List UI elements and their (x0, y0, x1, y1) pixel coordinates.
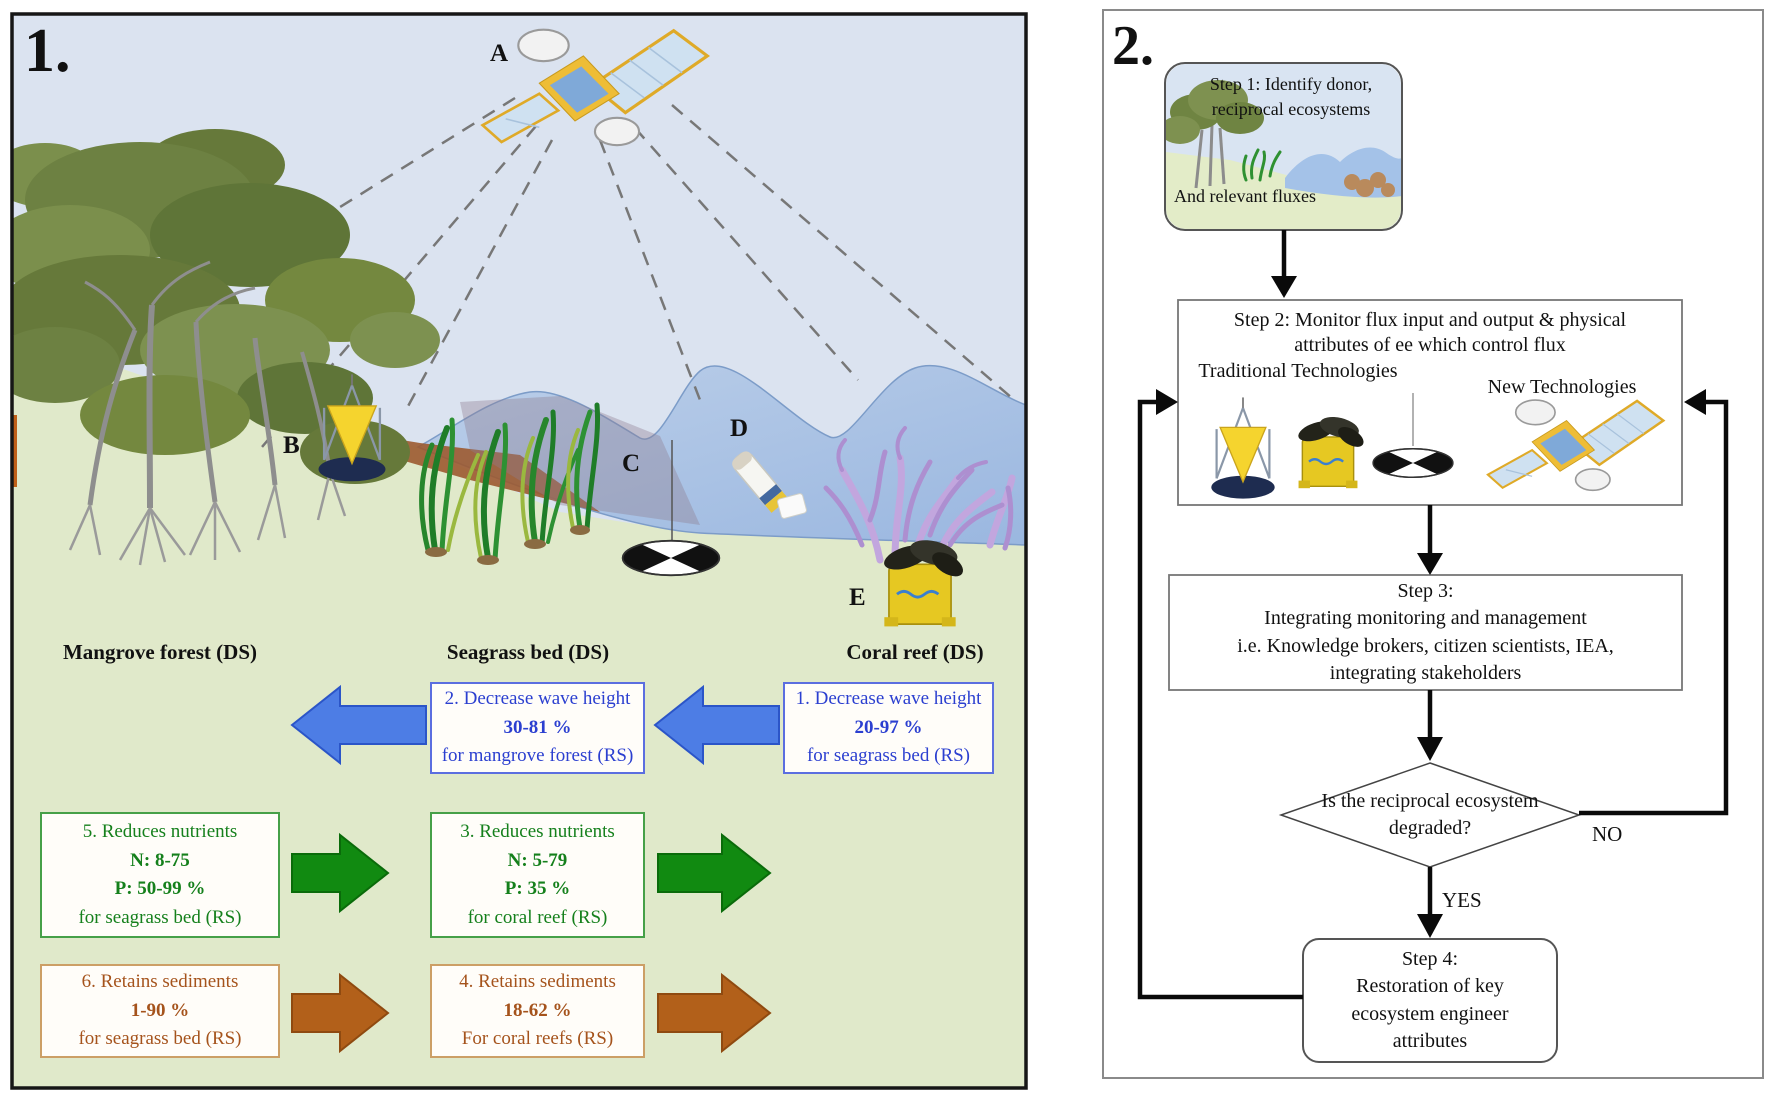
marker-satellite: A (490, 40, 509, 67)
step4-line4: attributes (1392, 1029, 1468, 1052)
flux-box-5-p: P: 50-99 % (114, 878, 206, 899)
step3-line4: integrating stakeholders (1329, 661, 1522, 684)
step4-text: Step 4: Restoration of key ecosystem eng… (1306, 944, 1554, 1057)
step1-scene (1166, 64, 1401, 229)
step3-line2: Integrating monitoring and management (1264, 607, 1587, 630)
mangrove-roots (68, 471, 347, 566)
label-coral-reef: Coral reef (DS) (846, 640, 984, 664)
flux-arrows (290, 684, 780, 1054)
satellite-rays (177, 96, 1013, 448)
nutrient-arrow-right (657, 832, 772, 914)
flux-box-1-target: for seagrass bed (RS) (806, 745, 971, 767)
decision-line2: degraded? (1388, 817, 1472, 839)
flux-box-3-title: 3. Reduces nutrients (460, 821, 615, 842)
marker-sediment-trap: B (283, 432, 300, 459)
step2-title-line1: Step 2: Monitor flux input and output & … (1233, 309, 1627, 331)
step4-line2: Restoration of key (1356, 975, 1504, 998)
flux-box-4: 4. Retains sediments 18-62 % For coral r… (430, 964, 645, 1058)
mini-seagrass (1242, 148, 1282, 182)
flux-box-6-title: 6. Retains sediments (81, 971, 239, 993)
flux-box-5: 5. Reduces nutrients N: 8-75 P: 50-99 % … (40, 812, 280, 938)
flux-box-6-target: for seagrass bed (RS) (78, 1028, 242, 1050)
flux-box-5-title: 5. Reduces nutrients (82, 821, 238, 842)
flux-box-2: 2. Decrease wave height 30-81 % for mang… (430, 682, 645, 774)
label-seagrass-bed: Seagrass bed (DS) (446, 640, 610, 664)
new-technologies-label: New Technologies (1487, 376, 1637, 398)
wave-arrow-left (290, 684, 427, 766)
sediment-arrow-right (657, 972, 772, 1054)
panel1-border (10, 12, 1028, 1090)
flux-box-3-target: for coral reef (RS) (467, 906, 608, 928)
seagrass (419, 402, 601, 563)
marker-sampler: D (730, 415, 749, 442)
flux-box-4-target: For coral reefs (RS) (461, 1028, 614, 1050)
sediment-arrow-left (291, 972, 390, 1054)
panel2-label: 2. (1112, 15, 1154, 77)
marker-secchi-disk: C (622, 450, 641, 477)
mangrove-trees (12, 129, 440, 566)
mini-coral (1344, 172, 1395, 197)
flux-box-2-value: 30-81 % (503, 716, 572, 738)
mini-tree-canopy (1166, 80, 1264, 144)
step4-line3: ecosystem engineer (1351, 1002, 1509, 1025)
step3-box (1168, 574, 1683, 691)
flux-box-5-target: for seagrass bed (RS) (78, 906, 242, 928)
flux-box-1-value: 20-97 % (854, 716, 923, 738)
seagrass-bases (425, 525, 590, 565)
flux-box-4-title: 4. Retains sediments (459, 971, 616, 993)
flux-box-3-n: N: 5-79 (507, 849, 568, 871)
step2-title-line2: attributes of ee which control flux (1294, 334, 1566, 356)
step1-title-line2: reciprocal ecosystems (1211, 99, 1371, 119)
flux-box-6-value: 1-90 % (130, 999, 190, 1021)
step4-box (1302, 938, 1558, 1063)
scale-strip (12, 415, 17, 487)
step3-line3: i.e. Knowledge brokers, citizen scientis… (1237, 634, 1614, 657)
water-sampler-icon (732, 451, 807, 519)
step3-text: Step 3: Integrating monitoring and manag… (1172, 577, 1679, 688)
flux-box-3: 3. Reduces nutrients N: 5-79 P: 35 % for… (430, 812, 645, 938)
flux-box-2-target: for mangrove forest (RS) (441, 745, 634, 767)
step1-title-line1: Step 1: Identify donor, (1209, 74, 1373, 94)
flux-box-3-p: P: 35 % (504, 878, 571, 899)
no-label: NO (1592, 822, 1623, 846)
marker-current-meter: E (849, 584, 866, 611)
yes-label: YES (1442, 888, 1482, 912)
flux-box-5-n: N: 8-75 (130, 849, 190, 871)
step3-line1: Step 3: (1397, 580, 1454, 603)
decision-text: Is the reciprocal ecosystem degraded? (1295, 776, 1565, 854)
flux-box-1-title: 1. Decrease wave height (795, 688, 982, 710)
flow-arrowheads (1156, 276, 1706, 938)
decision-line1: Is the reciprocal ecosystem (1321, 789, 1539, 812)
wave-arrow-mid (653, 684, 780, 766)
flux-box-6: 6. Retains sediments 1-90 % for seagrass… (40, 964, 280, 1058)
step4-line1: Step 4: (1401, 948, 1459, 971)
nutrient-arrow-left (291, 832, 390, 914)
traditional-technologies-label: Traditional Technologies (1198, 360, 1398, 382)
mini-tree-trunks (1194, 124, 1226, 189)
flux-box-1: 1. Decrease wave height 20-97 % for seag… (783, 682, 994, 774)
flux-box-4-value: 18-62 % (503, 999, 572, 1021)
flux-box-2-title: 2. Decrease wave height (444, 688, 631, 710)
flow-connectors (1137, 230, 1729, 1000)
step1-subtitle: And relevant fluxes (1174, 186, 1316, 206)
label-mangrove-forest: Mangrove forest (DS) (62, 640, 257, 664)
panel1-label: 1. (24, 17, 71, 85)
coral-icon (823, 426, 1016, 564)
